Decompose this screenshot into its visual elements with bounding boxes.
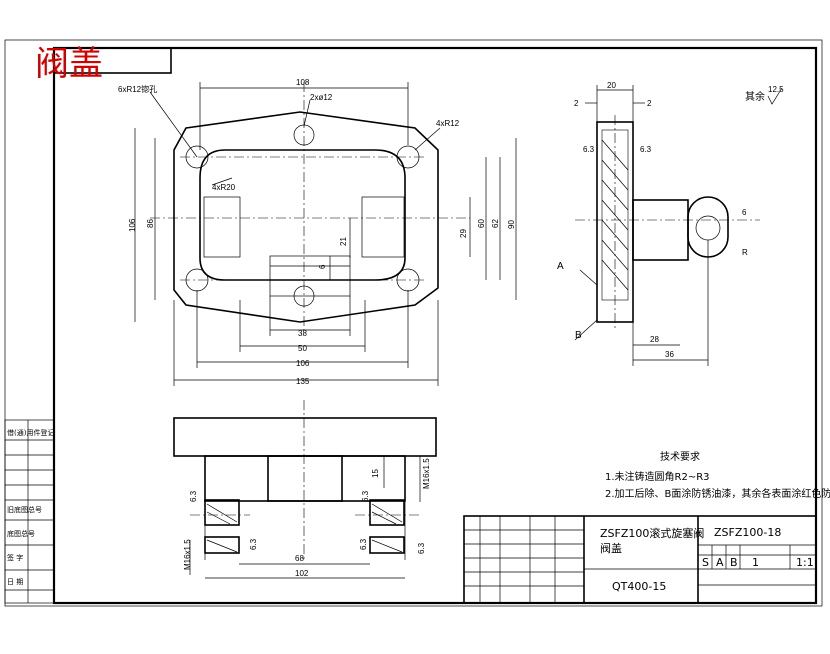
- side-label-5: 日 期: [7, 578, 23, 586]
- tech-note-1: 1.未注铸造圆角R2~R3: [605, 470, 710, 483]
- dim-front-m16a: M16x1.5: [422, 458, 431, 489]
- dim-top-60: 60: [477, 219, 486, 228]
- dim-front-68: 68: [295, 554, 304, 563]
- dim-top-62: 62: [491, 219, 500, 228]
- tb-sheet-count: 1: [752, 556, 759, 569]
- front-view: 68 102 15 M16x1.5 M16x1.5 6.3 6.3 6.3 6.…: [173, 400, 437, 579]
- tech-note-2: 2.加工后除、B面涂防锈油漆，其余各表面涂红色防锈漆。: [605, 487, 830, 500]
- dim-side-2b: 2: [647, 99, 652, 108]
- dim-front-r4: 6.3: [359, 538, 368, 550]
- dim-top-135: 135: [296, 377, 310, 386]
- tb-project: ZSFZ100滚式旋塞阀: [600, 526, 704, 540]
- dim-front-r5: 6.3: [417, 542, 426, 554]
- side-label-2: 旧底图总号: [7, 505, 42, 514]
- dim-front-r1: 6.3: [189, 490, 198, 502]
- inner-frame: [52, 46, 818, 605]
- tb-stage-b: B: [730, 556, 738, 569]
- part-title: 阀盖: [35, 44, 103, 84]
- dim-front-r2: 6.3: [361, 490, 370, 502]
- dim-top-6: 6: [318, 264, 327, 269]
- tb-scale: 1:1: [796, 556, 814, 569]
- name-box: [53, 47, 172, 74]
- side-label-4: 签 字: [7, 553, 23, 562]
- roughness-prefix: 其余: [745, 90, 765, 103]
- dim-side-2a: 2: [574, 99, 579, 108]
- dim-top-4xr20: 4xR20: [212, 183, 236, 192]
- dim-top-4xr12: 4xR12: [436, 119, 460, 128]
- dim-top-90: 90: [507, 220, 516, 229]
- side-view: 20 2 2 6.3 6.3 6 R 28 36 A B: [557, 81, 760, 366]
- dim-front-r3: 6.3: [249, 538, 258, 550]
- outer-border: [4, 39, 823, 607]
- tb-stage-s: S: [702, 556, 709, 569]
- dim-top-108: 108: [296, 78, 310, 87]
- dim-top-29: 29: [459, 229, 468, 238]
- tb-drawing-number: ZSFZ100-18: [714, 526, 781, 539]
- dim-side-r: R: [742, 248, 748, 257]
- dim-top-21: 21: [339, 237, 348, 246]
- tb-stage-a: A: [716, 556, 724, 569]
- dim-side-rough1: 6.3: [583, 145, 595, 154]
- dim-front-m16b: M16x1.5: [183, 539, 192, 570]
- dim-top-38: 38: [298, 329, 307, 338]
- dim-top-106v: 106: [128, 218, 137, 232]
- side-table: 借(通)用件登记 旧底图总号 底图总号 签 字 日 期: [4, 419, 54, 604]
- dim-side-6: 6: [742, 208, 747, 217]
- label-b: B: [575, 330, 582, 341]
- dim-side-28: 28: [650, 335, 659, 344]
- dim-side-36: 36: [665, 350, 674, 359]
- label-a: A: [557, 261, 564, 272]
- side-label-1: 借(通)用件登记: [7, 428, 54, 437]
- tech-heading: 技术要求: [660, 450, 700, 463]
- side-label-3: 底图总号: [7, 529, 35, 538]
- dim-side-20: 20: [607, 81, 616, 90]
- dim-top-50: 50: [298, 344, 307, 353]
- dim-front-15: 15: [371, 469, 380, 478]
- dim-side-rough2: 6.3: [640, 145, 652, 154]
- dim-top-2xd12: 2xø12: [310, 93, 333, 102]
- top-view: 108 6xR12锪孔 2xø12 4xR12 4xR20 106 86 90 …: [118, 78, 517, 386]
- dim-top-6xr12: 6xR12锪孔: [118, 84, 157, 94]
- tb-part-name: 阀盖: [600, 541, 622, 555]
- dim-top-86: 86: [146, 219, 155, 228]
- tb-material: QT400-15: [612, 580, 666, 593]
- dim-top-106h: 106: [296, 359, 310, 368]
- title-block: ZSFZ100滚式旋塞阀 阀盖 QT400-15 ZSFZ100-18 S A …: [463, 515, 817, 604]
- roughness-value: 12.5: [768, 85, 784, 94]
- dim-front-102: 102: [295, 569, 309, 578]
